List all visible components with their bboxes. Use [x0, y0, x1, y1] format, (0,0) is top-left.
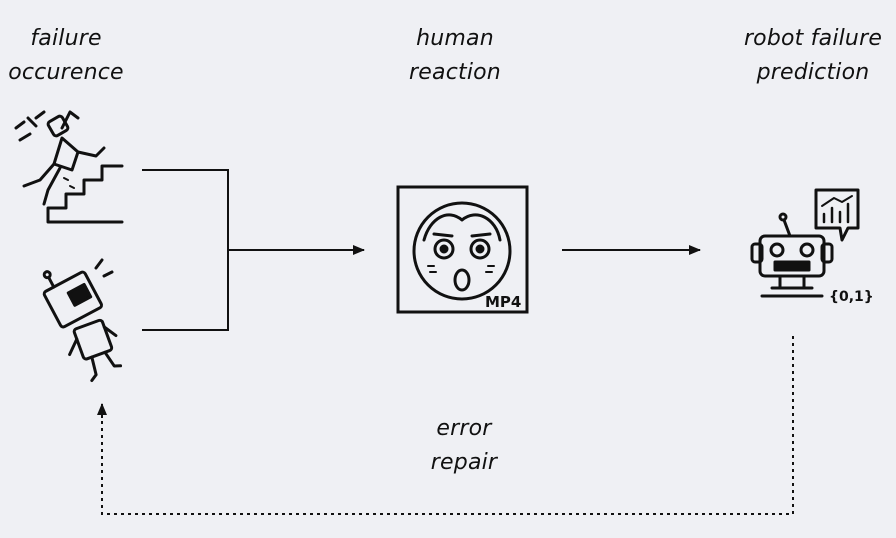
robot-failure-prediction-line-2: prediction [756, 60, 870, 85]
robot-failure-prediction-line-1: robot failure [743, 26, 883, 51]
video-badge: MP4 [485, 293, 521, 311]
error-repair-line-2: repair [430, 450, 498, 475]
fallen-robot-icon [42, 258, 123, 382]
robot-chart-icon [750, 188, 860, 298]
failure-occurence-line-2: occurence [8, 60, 124, 85]
error-repair-line-1: error [436, 416, 492, 441]
error-repair-feedback-loop [101, 336, 794, 515]
human-reaction-line-2: reaction [409, 60, 501, 85]
error-repair-label: error repair [400, 412, 528, 480]
surprised-face-icon [412, 201, 512, 301]
video-frame [396, 185, 529, 314]
human-reaction-line-1: human [416, 26, 494, 51]
robot-failure-prediction-label: robot failure prediction [730, 22, 896, 90]
failure-occurence-line-1: failure [30, 26, 102, 51]
human-reaction-label: human reaction [390, 22, 520, 90]
failure-occurence-label: failure occurence [0, 22, 132, 90]
prediction-output-label: {0,1} [829, 289, 874, 305]
person-falling-stairs-icon [14, 110, 124, 224]
merge-connector [142, 169, 229, 331]
